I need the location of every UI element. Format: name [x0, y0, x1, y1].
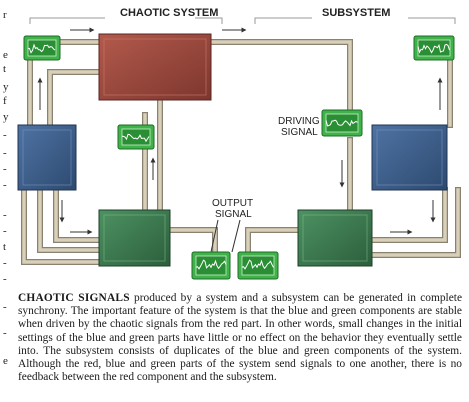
chaotic-system-bracket	[29, 17, 223, 24]
signal-box-mid	[117, 124, 155, 150]
wire-fills	[22, 40, 460, 264]
output-signal-box-right	[237, 251, 279, 280]
waveform-icon	[417, 43, 450, 54]
margin-fragment: -	[3, 273, 7, 285]
waveform-icon	[195, 259, 227, 270]
figure-caption: CHAOTIC SIGNALS produced by a system and…	[18, 292, 462, 384]
margin-fragment: r	[3, 9, 7, 21]
waveform-icon	[27, 43, 56, 54]
output-signal-box-left	[191, 251, 231, 280]
margin-fragment: -	[3, 225, 7, 237]
subsystem-bracket	[254, 17, 456, 24]
caption-body: produced by a system and a subsystem can…	[18, 292, 462, 384]
margin-fragment: e	[3, 49, 8, 61]
margin-fragment: -	[3, 257, 7, 269]
blue-block	[17, 124, 77, 191]
output-signal-label-line2: SIGNAL	[215, 209, 252, 220]
margin-fragment: -	[3, 129, 7, 141]
margin-fragment: -	[3, 147, 7, 159]
red-block	[98, 33, 212, 101]
output-signal-label-line1: OUTPUT	[212, 198, 253, 209]
margin-fragment: y	[3, 111, 9, 123]
margin-fragment: e	[3, 355, 8, 367]
signal-box-top-left	[23, 35, 61, 61]
margin-fragment: f	[3, 95, 7, 107]
subsystem-label: SUBSYSTEM	[322, 7, 390, 19]
driving-signal-box	[321, 109, 363, 137]
margin-fragment: t	[3, 241, 7, 253]
signal-box-top-right	[413, 35, 455, 61]
margin-fragment: -	[3, 209, 7, 221]
waveform-icon	[121, 133, 150, 143]
margin-fragment: -	[3, 327, 7, 339]
green-block	[98, 209, 171, 267]
margin-fragment: y	[3, 81, 9, 93]
margin-fragment: t	[3, 63, 7, 75]
subsystem-blue-block	[371, 124, 448, 191]
output-pointer-right	[231, 219, 241, 253]
driving-signal-label-line1: DRIVING	[278, 116, 320, 127]
margin-fragment: -	[3, 179, 7, 191]
margin-fragment: -	[3, 163, 7, 175]
margin-fragment: -	[3, 301, 7, 313]
caption-lead: CHAOTIC SIGNALS	[18, 292, 130, 304]
driving-signal-label-line2: SIGNAL	[281, 127, 318, 138]
subsystem-green-block	[297, 209, 373, 267]
output-pointer-left	[210, 219, 219, 253]
waveform-icon	[325, 119, 358, 127]
synchrony-diagram: CHAOTIC SYSTEM SUBSYSTEM	[17, 7, 461, 280]
chaotic-system-label: CHAOTIC SYSTEM	[120, 7, 218, 19]
waveform-icon	[241, 259, 274, 270]
